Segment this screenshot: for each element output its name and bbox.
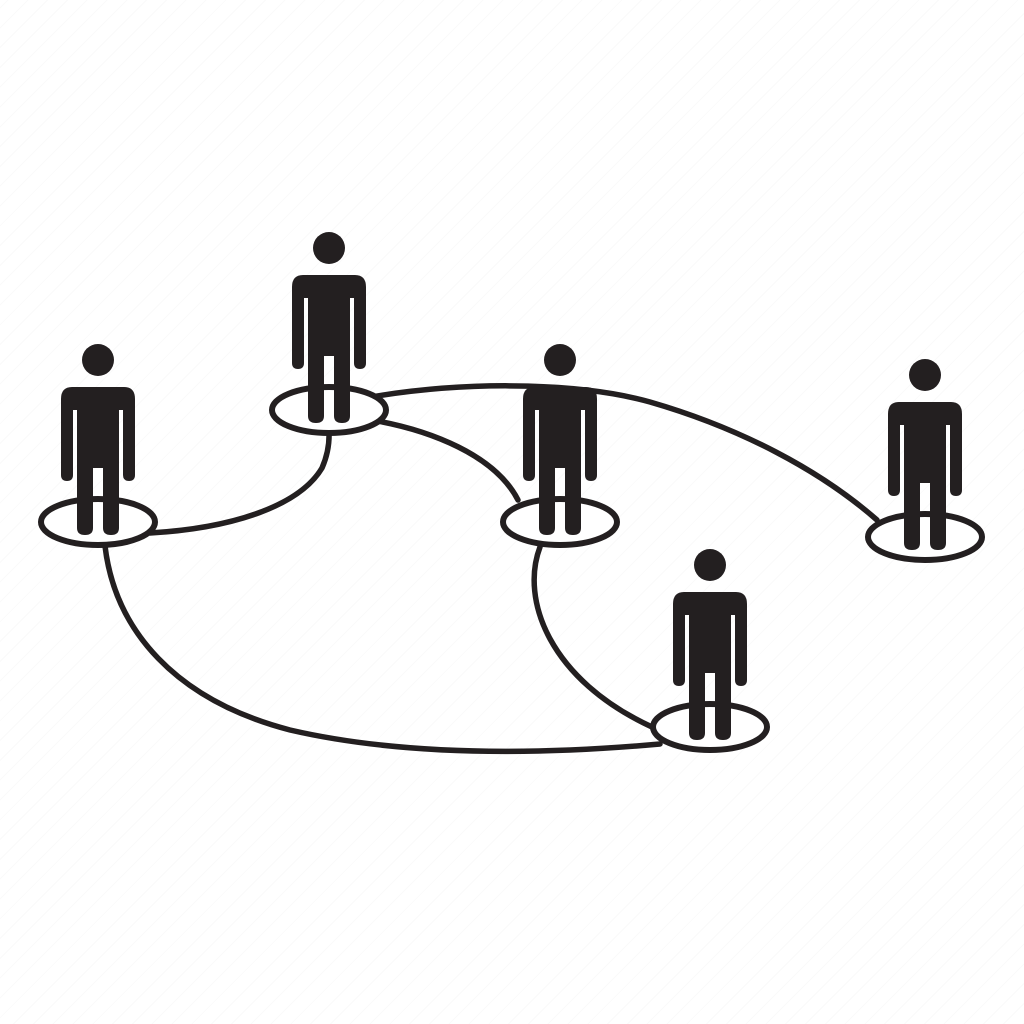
connection-top-center xyxy=(369,417,521,503)
base-ring-icon xyxy=(650,701,770,753)
base-ring-icon xyxy=(38,496,158,548)
person-center-node xyxy=(500,344,620,548)
base-ring-icon xyxy=(500,496,620,548)
person-right-node xyxy=(865,359,985,563)
person-bottom-node xyxy=(650,549,770,753)
connection-center-bottom xyxy=(531,544,655,730)
person-top-node xyxy=(269,232,389,436)
person-left-node xyxy=(38,344,158,548)
connection-left-top xyxy=(147,427,332,536)
base-ring-icon xyxy=(865,511,985,563)
connection-top-right xyxy=(362,383,880,523)
connection-left-bottom xyxy=(102,543,663,755)
base-ring-icon xyxy=(269,384,389,436)
